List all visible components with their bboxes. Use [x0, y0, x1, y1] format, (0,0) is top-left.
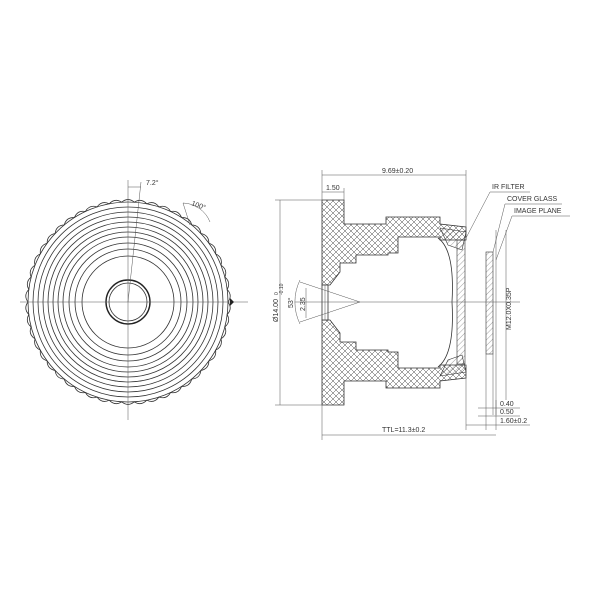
- dim-040-label: 0.40: [500, 401, 514, 408]
- diameter-dim-label: Ø14.00: [273, 299, 280, 322]
- rear-lens: [437, 237, 453, 368]
- thread-label: M12.0X0.35P: [506, 287, 513, 330]
- barrel-lower: [321, 319, 467, 406]
- aperture-dim-label: 2.35: [300, 297, 307, 311]
- sector-angle-label: 100°: [190, 199, 207, 212]
- callout-image-plane: IMAGE PLANE: [514, 208, 562, 215]
- cover-glass: [485, 251, 494, 355]
- section-view: 53° 2.35 9.69±0.20 1.50 Ø14.00 0 -0.10 M…: [273, 168, 570, 440]
- callout-cover-glass: COVER GLASS: [507, 196, 558, 203]
- front-view: 7.2° 100°: [20, 179, 248, 420]
- flange-dim-label: 1.50: [326, 185, 340, 192]
- fov-angle-label: 53°: [287, 297, 295, 308]
- pitch-angle-label: 7.2°: [146, 179, 159, 187]
- diameter-tol-lower: -0.10: [279, 283, 285, 295]
- dim-160-label: 1.60±0.2: [500, 418, 527, 425]
- ttl-label: TTL=11.3±0.2: [382, 427, 425, 434]
- diameter-tol-upper: 0: [274, 292, 280, 295]
- length-dim-label: 9.69±0.20: [382, 168, 413, 175]
- dim-050-label: 0.50: [500, 409, 514, 416]
- pitch-line: [127, 181, 142, 303]
- barrel-upper: [321, 199, 467, 286]
- callout-ir-filter: IR FILTER: [492, 184, 525, 191]
